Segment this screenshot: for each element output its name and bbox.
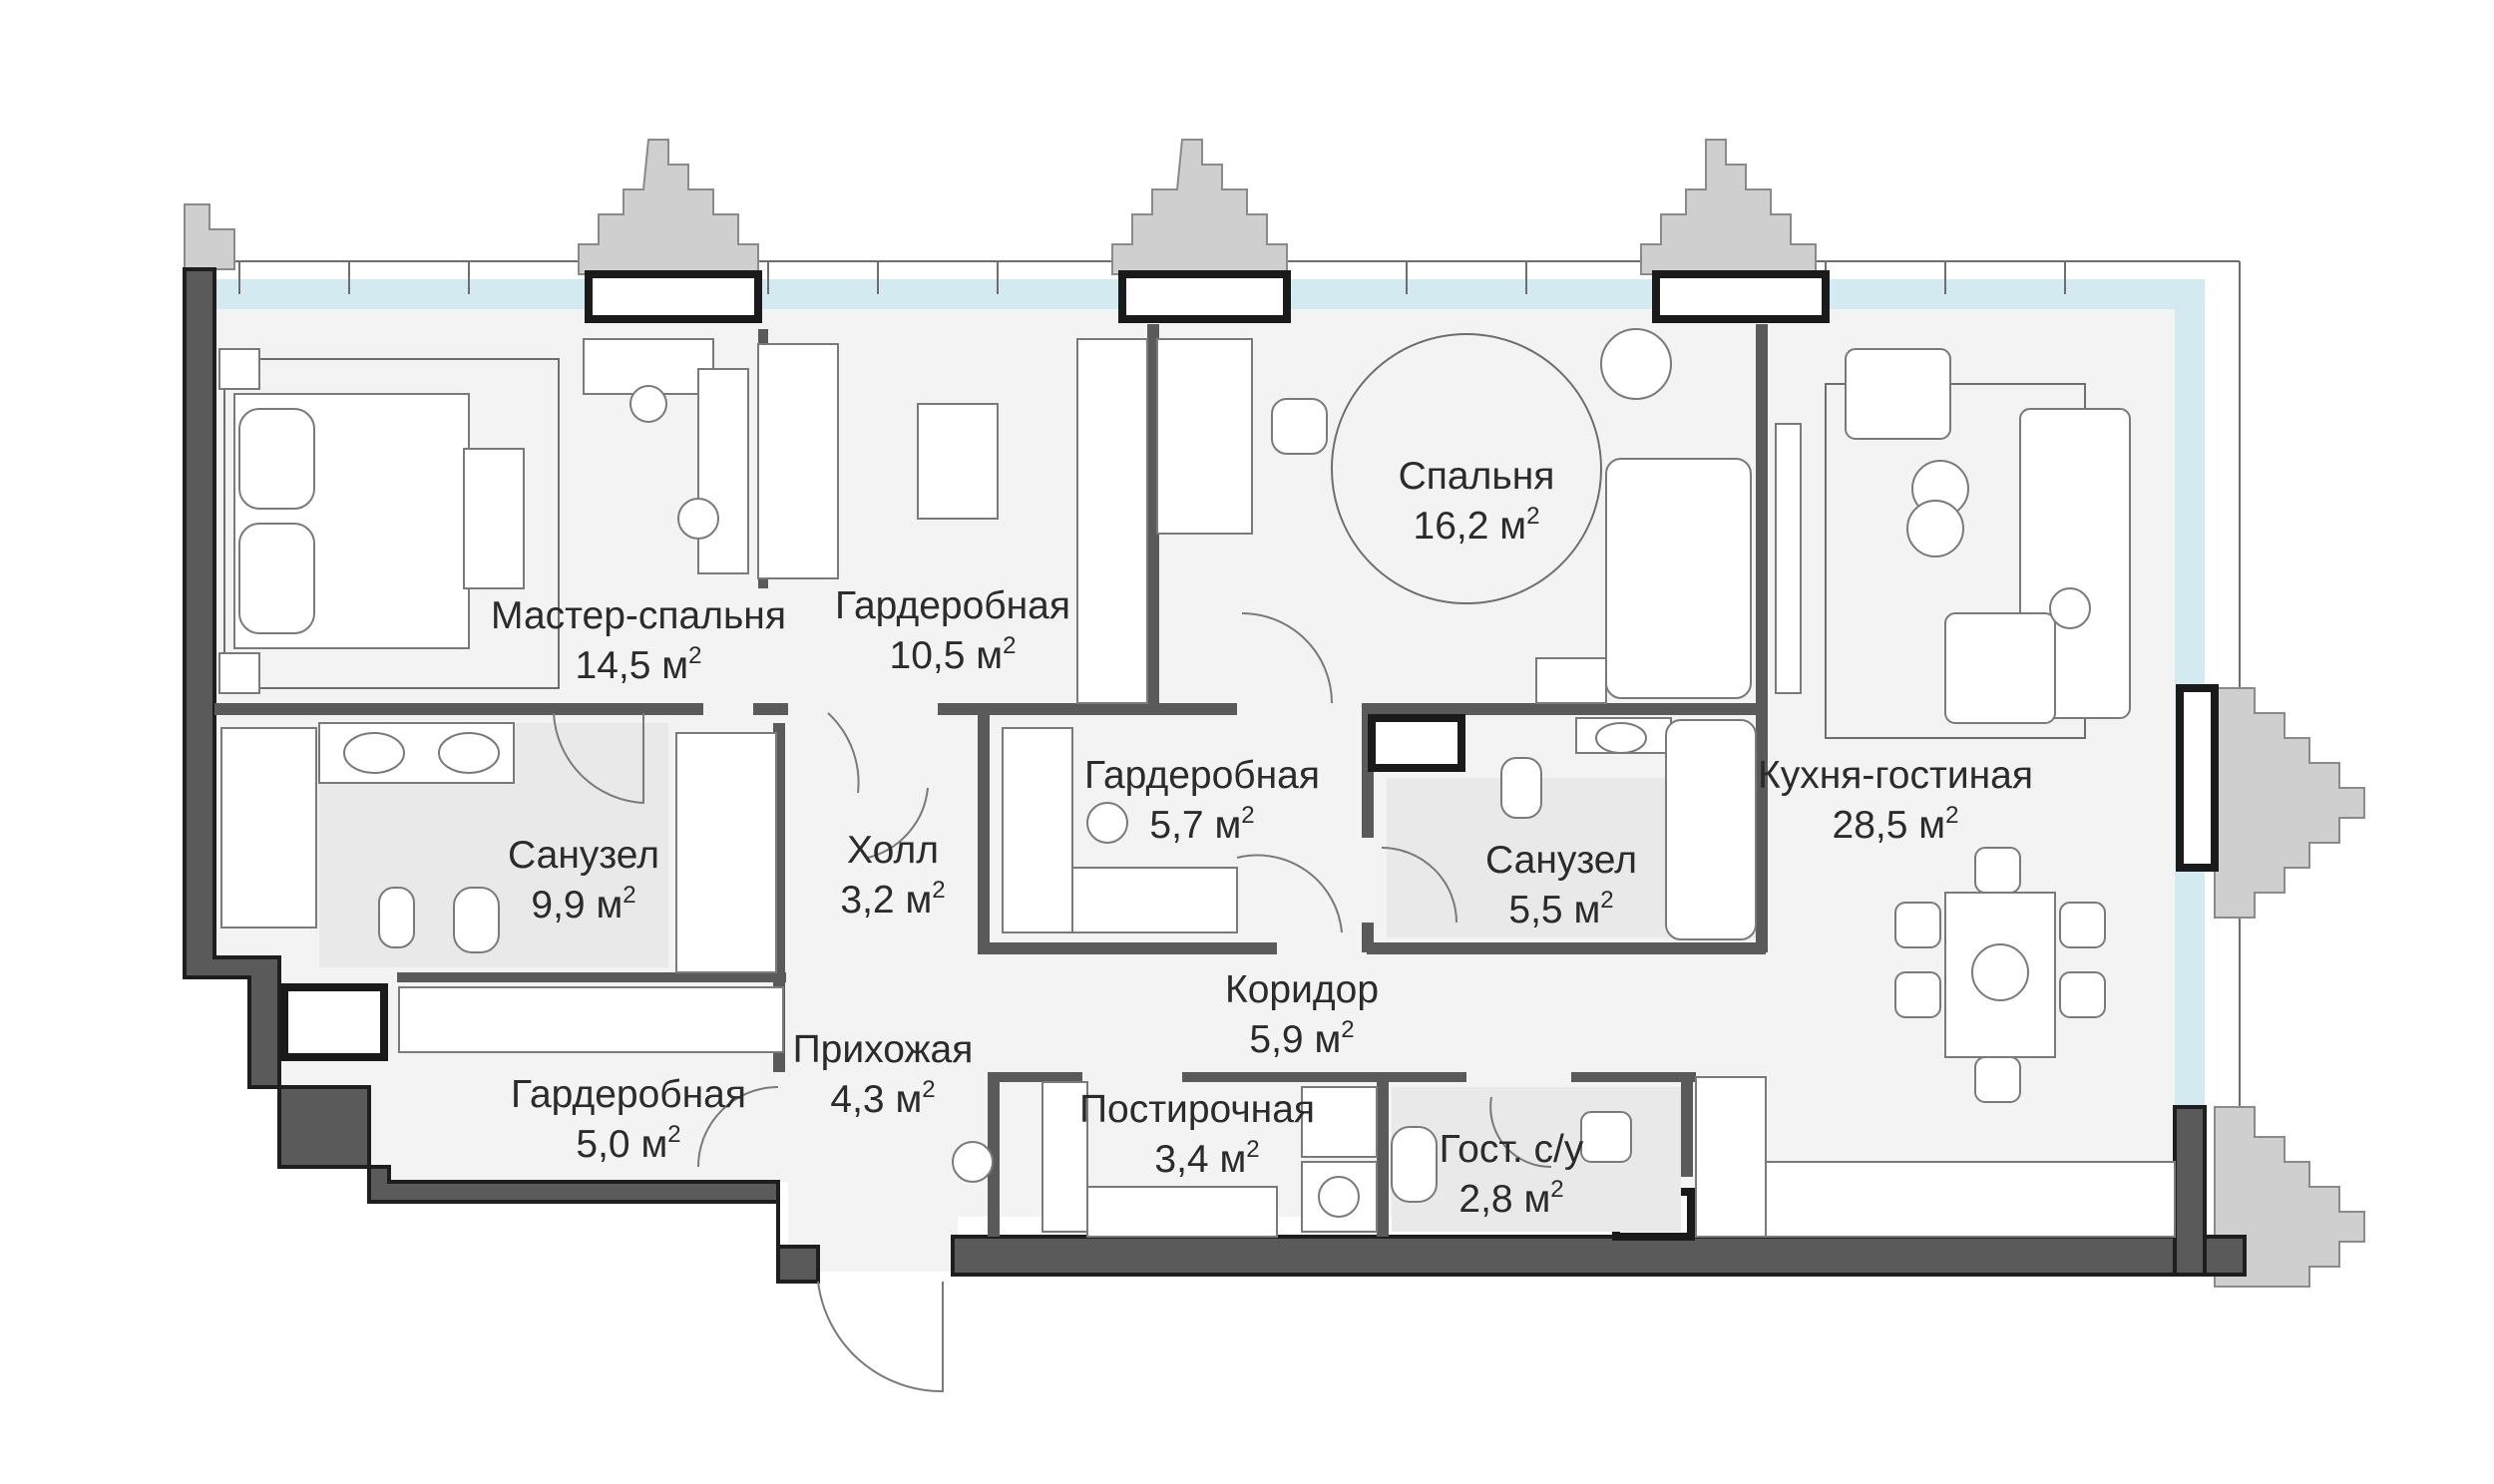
doors (553, 612, 1552, 1393)
guestwc-tiles (1392, 1087, 1681, 1232)
room-area-guestwc: 2,8 м2 (1458, 1176, 1563, 1221)
room-name-laundry: Постирочная (1079, 1088, 1315, 1131)
wardrobe3-shelves (398, 986, 784, 1053)
room-area-kitchen: 28,5 м2 (1833, 802, 1959, 847)
room-name-kitchen: Кухня-гостиная (1758, 754, 2033, 797)
shaft-1 (1368, 714, 1465, 772)
room-name-corridor: Коридор (1225, 968, 1379, 1011)
room-area-wardrobe3: 5,0 м2 (576, 1121, 680, 1166)
room-area-entry: 4,3 м2 (830, 1076, 935, 1121)
bath2-fixtures (1500, 717, 1757, 940)
room-name-master: Мастер-спальня (491, 594, 786, 637)
room-area-hall: 3,2 м2 (840, 877, 945, 922)
room-name-wardrobe2: Гардеробная (1084, 754, 1320, 797)
room-name-hall: Холл (847, 829, 939, 872)
room-area-wardrobe2: 5,7 м2 (1149, 802, 1254, 847)
bedroom-furniture (1156, 328, 1752, 704)
room-area-master: 14,5 м2 (576, 642, 702, 687)
room-area-wardrobe1: 10,5 м2 (890, 632, 1017, 677)
living-furniture (1695, 348, 2176, 1238)
room-name-guestwc: Гост. с/у (1440, 1128, 1584, 1171)
room-name-bath2: Санузел (1485, 839, 1637, 882)
exterior-walls (183, 267, 2247, 1284)
room-area-bath2: 5,5 м2 (1508, 887, 1613, 931)
bath1-fixtures (220, 722, 777, 973)
room-name-wardrobe3: Гардеробная (511, 1073, 746, 1116)
room-name-wardrobe1: Гардеробная (835, 584, 1070, 627)
master-bed (218, 348, 560, 694)
room-area-corridor: 5,9 м2 (1249, 1016, 1354, 1061)
guestwc-fixtures (1391, 1111, 1632, 1203)
room-labels: Мастер-спальня 14,5 м2 Гардеробная 10,5 … (491, 455, 2033, 1221)
wardrobe2-shelves (1002, 727, 1238, 933)
wardrobe1-shelves (757, 338, 1148, 704)
room-area-laundry: 3,4 м2 (1154, 1136, 1259, 1181)
room-name-entry: Прихожая (793, 1028, 974, 1071)
laundry-fixtures (952, 1081, 1378, 1238)
room-area-bedroom: 16,2 м2 (1414, 503, 1540, 548)
interior-walls (214, 324, 1768, 1237)
room-name-bath1: Санузел (508, 834, 659, 877)
room-area-bath1: 9,9 м2 (531, 882, 635, 927)
room-name-bedroom: Спальня (1399, 455, 1555, 498)
facade-pilasters (184, 139, 2365, 1288)
master-desk (583, 338, 749, 574)
